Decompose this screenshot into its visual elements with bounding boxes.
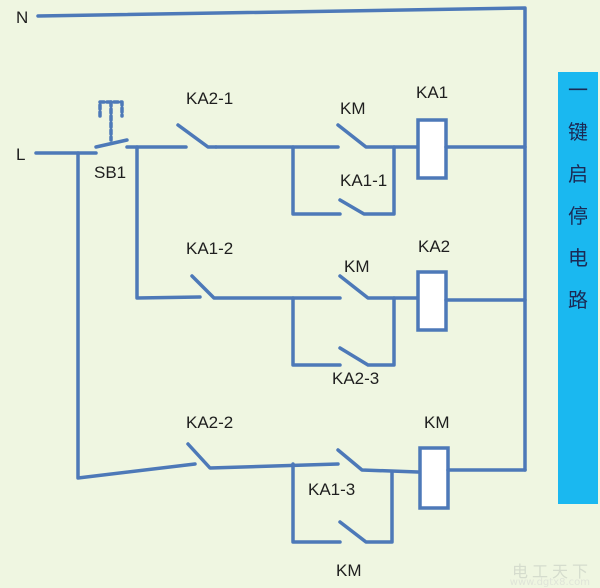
title-char-4: 停 xyxy=(568,204,588,228)
ka1-1-parallel xyxy=(291,145,342,216)
ka2-2-contact xyxy=(186,442,340,470)
title-char-5: 电 xyxy=(568,246,588,270)
label-ka1-coil: KA1 xyxy=(416,83,448,102)
km-contact-r2 xyxy=(338,274,420,300)
label-km-r1: KM xyxy=(340,99,366,118)
ka1-3-contact xyxy=(336,448,420,474)
ka2-3-parallel xyxy=(291,296,342,367)
ka2-coil xyxy=(416,270,448,332)
label-ka2-coil: KA2 xyxy=(418,237,450,256)
label-ka2-3: KA2-3 xyxy=(332,369,379,388)
sb1-down xyxy=(135,145,202,300)
left-branch xyxy=(76,151,197,480)
title-vertical: 一 键 启 停 电 路 xyxy=(558,80,598,332)
ka2-1-contact xyxy=(176,123,218,149)
label-l: L xyxy=(16,145,25,164)
label-km-r2: KM xyxy=(344,257,370,276)
ka1-2-contact xyxy=(190,274,342,300)
label-n: N xyxy=(16,8,28,27)
ka1-coil xyxy=(416,118,448,180)
km-contact-r1 xyxy=(336,123,420,149)
km-parallel-r3 xyxy=(291,462,342,544)
ka2-3-contact xyxy=(338,296,396,367)
sb1-pushbutton xyxy=(94,100,129,149)
title-char-6: 路 xyxy=(568,288,588,312)
ka1-1-contact xyxy=(338,145,396,216)
title-char-2: 键 xyxy=(568,120,588,144)
n-rail xyxy=(36,6,527,472)
watermark-url: www.dgtx8.com xyxy=(509,577,590,588)
label-km-r3: KM xyxy=(336,561,362,580)
label-ka2-2: KA2-2 xyxy=(186,413,233,432)
label-sb1: SB1 xyxy=(94,163,126,182)
km-coil xyxy=(418,446,450,510)
title-bar xyxy=(558,72,598,504)
title-char-3: 启 xyxy=(568,162,588,186)
label-ka1-1: KA1-1 xyxy=(340,171,387,190)
km-contact-r3 xyxy=(338,470,394,544)
title-char-1: 一 xyxy=(568,78,588,102)
watermark: 电工天下 xyxy=(511,562,592,581)
label-km-coil: KM xyxy=(424,413,450,432)
label-ka2-1: KA2-1 xyxy=(186,89,233,108)
label-ka1-3: KA1-3 xyxy=(308,480,355,499)
label-ka1-2: KA1-2 xyxy=(186,239,233,258)
